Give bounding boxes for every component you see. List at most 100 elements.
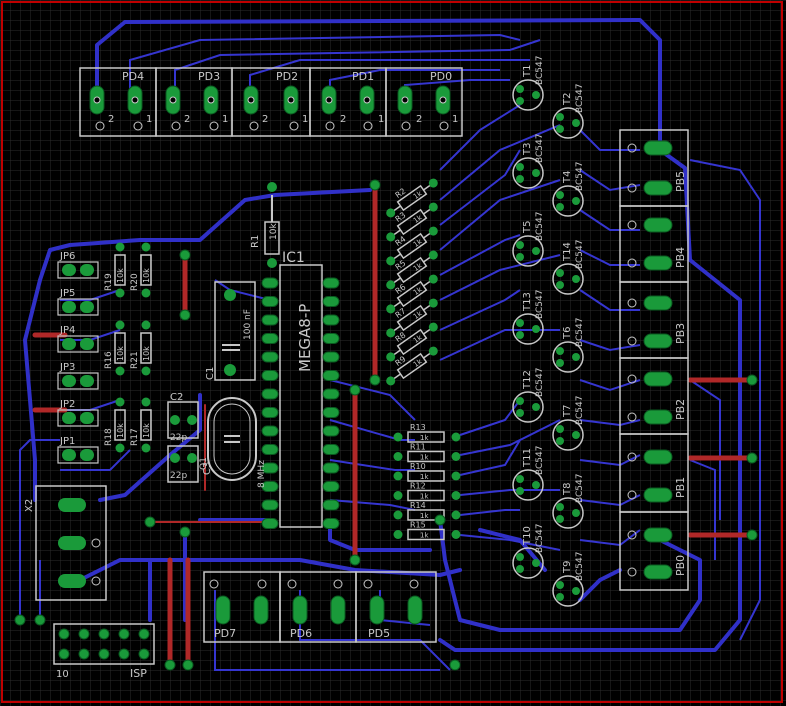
ic-pin [322, 370, 340, 381]
svg-text:2: 2 [416, 114, 422, 125]
ic-pin [261, 351, 279, 363]
jumper-jp5: JP5 [57, 288, 99, 316]
transistor-name: T8 [562, 483, 573, 496]
transistor-part: BC547 [575, 552, 585, 581]
right-connector-pads [643, 140, 673, 580]
connector-x2: X2 [24, 485, 107, 601]
connector-label: PD2 [276, 70, 298, 83]
transistor-name: T3 [522, 143, 533, 156]
transistor-part: BC547 [575, 84, 585, 113]
transistor-part: BC547 [575, 396, 585, 425]
connector-pads [89, 85, 451, 115]
connector-outline-pd0 [385, 67, 463, 137]
resistor-name: R11 [410, 443, 426, 452]
resistor-value: 10k [142, 346, 151, 361]
capacitor-c2: C2 22p [167, 392, 199, 443]
connector-drill-holes [93, 96, 447, 104]
transistor-part: BC547 [535, 524, 545, 553]
transistor-part: BC547 [575, 474, 585, 503]
crystal-name: Q1 [199, 457, 209, 470]
isp-pin [78, 648, 90, 660]
isp-pin [58, 628, 70, 640]
isp-pin [78, 628, 90, 640]
svg-text:PB3: PB3 [674, 323, 687, 344]
isp-header: ISP 10 [53, 623, 155, 680]
jumper-jp2: JP2 [57, 399, 99, 427]
resistor-name: R12 [410, 482, 426, 491]
resistor-value: 1k [420, 493, 429, 501]
resistor-name: R14 [410, 501, 426, 510]
resistor-name: R18 [104, 428, 114, 446]
resistor-name: R15 [410, 521, 426, 530]
resistor-value: 1k [412, 357, 424, 369]
connector-label: PD7 [214, 627, 236, 640]
ic-pin [261, 333, 279, 344]
resistor-value: 1k [412, 237, 424, 249]
svg-text:2: 2 [108, 114, 114, 125]
ic-pin [322, 407, 340, 418]
svg-text:PB0: PB0 [674, 555, 687, 576]
transistor-name: T1 [522, 65, 533, 78]
ic-pin [261, 518, 279, 529]
connector-label: PD6 [290, 627, 312, 640]
resistor-name: R16 [104, 351, 114, 369]
ic-pin [261, 388, 279, 400]
jumper-label: JP2 [59, 399, 75, 410]
ic1-microcontroller: IC1 MEGA8-P [261, 250, 340, 529]
resistor-name: R19 [104, 273, 114, 291]
resistor-value: 10k [116, 268, 125, 283]
jumper-label: JP3 [59, 362, 75, 373]
right-connector-mount-holes [627, 143, 637, 577]
bottom-traces [23, 18, 742, 652]
c1-name: C1 [205, 367, 216, 380]
connector-label: PD0 [430, 70, 452, 83]
transistor-name: T14 [562, 242, 573, 262]
resistor-value: 10k [142, 423, 151, 438]
ic-pin [322, 518, 340, 529]
svg-text:1: 1 [146, 114, 152, 125]
svg-text:PB1: PB1 [674, 477, 687, 498]
ic1-part: MEGA8-P [296, 304, 314, 372]
ic-pin [261, 462, 279, 474]
ic-pin [322, 351, 340, 363]
x2-name: X2 [24, 499, 35, 512]
transistor-name: T9 [562, 561, 573, 574]
ic-pin [261, 425, 279, 437]
svg-text:1: 1 [222, 114, 228, 125]
isp-pin [138, 648, 150, 660]
resistor-value: 10k [116, 423, 125, 438]
ic-pin [261, 444, 279, 455]
isp-name: ISP [130, 667, 147, 680]
svg-text:1: 1 [378, 114, 384, 125]
svg-text:2: 2 [262, 114, 268, 125]
transistor-part: BC547 [535, 446, 545, 475]
connector-label: PD4 [122, 70, 144, 83]
bottom-connector-mount-holes [209, 579, 419, 589]
ic-pin [261, 499, 279, 511]
resistor-name: R10 [410, 462, 426, 471]
bottom-connector-row: PD7 PD6 PD5 [203, 571, 437, 643]
transistor-name: T10 [522, 526, 533, 546]
